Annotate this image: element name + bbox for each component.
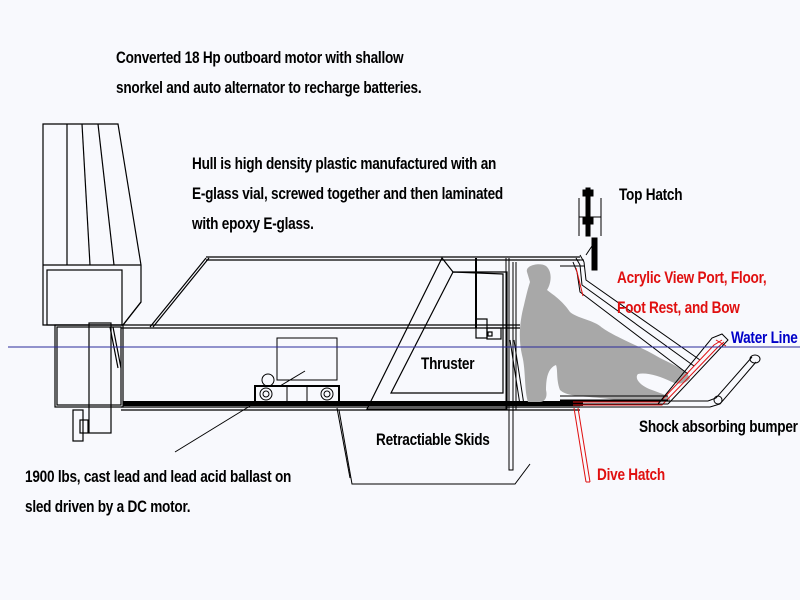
top-hatch-label: Top Hatch <box>619 185 683 204</box>
thruster-label: Thruster <box>421 354 475 373</box>
hull-label-line2: E-glass vial, screwed together and then … <box>192 184 503 203</box>
motor-label-line2: snorkel and auto alternator to recharge … <box>116 78 422 97</box>
ballast-label-line1: 1900 lbs, cast lead and lead acid ballas… <box>25 467 292 486</box>
water-line-label: Water Line <box>731 328 798 347</box>
keel-rail <box>123 401 583 406</box>
hull-label: Hull is high density plastic manufacture… <box>192 149 503 239</box>
dive-hatch <box>573 407 591 483</box>
hull-label-line1: Hull is high density plastic manufacture… <box>192 154 497 173</box>
view-port <box>560 239 701 375</box>
acrylic-label-line1: Acrylic View Port, Floor, <box>617 268 767 287</box>
skids-label: Retractiable Skids <box>376 430 490 449</box>
retractable-skids <box>338 409 531 485</box>
acrylic-label-line2: Foot Rest, and Bow <box>617 298 740 317</box>
shock-bumper-label: Shock absorbing bumper <box>639 417 798 436</box>
hull <box>121 256 580 411</box>
shock-bumper <box>560 354 761 408</box>
hull-label-line3: with epoxy E-glass. <box>192 214 314 233</box>
motor-label-line1: Converted 18 Hp outboard motor with shal… <box>116 48 404 67</box>
acrylic-outline <box>573 267 727 406</box>
acrylic-label: Acrylic View Port, Floor, Foot Rest, and… <box>617 263 767 323</box>
bow <box>560 333 729 405</box>
dive-hatch-label: Dive Hatch <box>597 465 665 484</box>
ballast-label: 1900 lbs, cast lead and lead acid ballas… <box>25 462 291 522</box>
leader-lines <box>174 405 351 479</box>
thruster-compartment <box>366 256 508 410</box>
motor-shaft <box>54 322 124 442</box>
ballast-sled <box>254 337 340 403</box>
outboard-motor <box>42 123 142 326</box>
occupant-figure <box>519 264 690 403</box>
motor-label: Converted 18 Hp outboard motor with shal… <box>116 43 422 103</box>
top-hatch <box>578 187 602 271</box>
cabin-bulkhead <box>505 258 525 471</box>
ballast-label-line2: sled driven by a DC motor. <box>25 497 191 516</box>
